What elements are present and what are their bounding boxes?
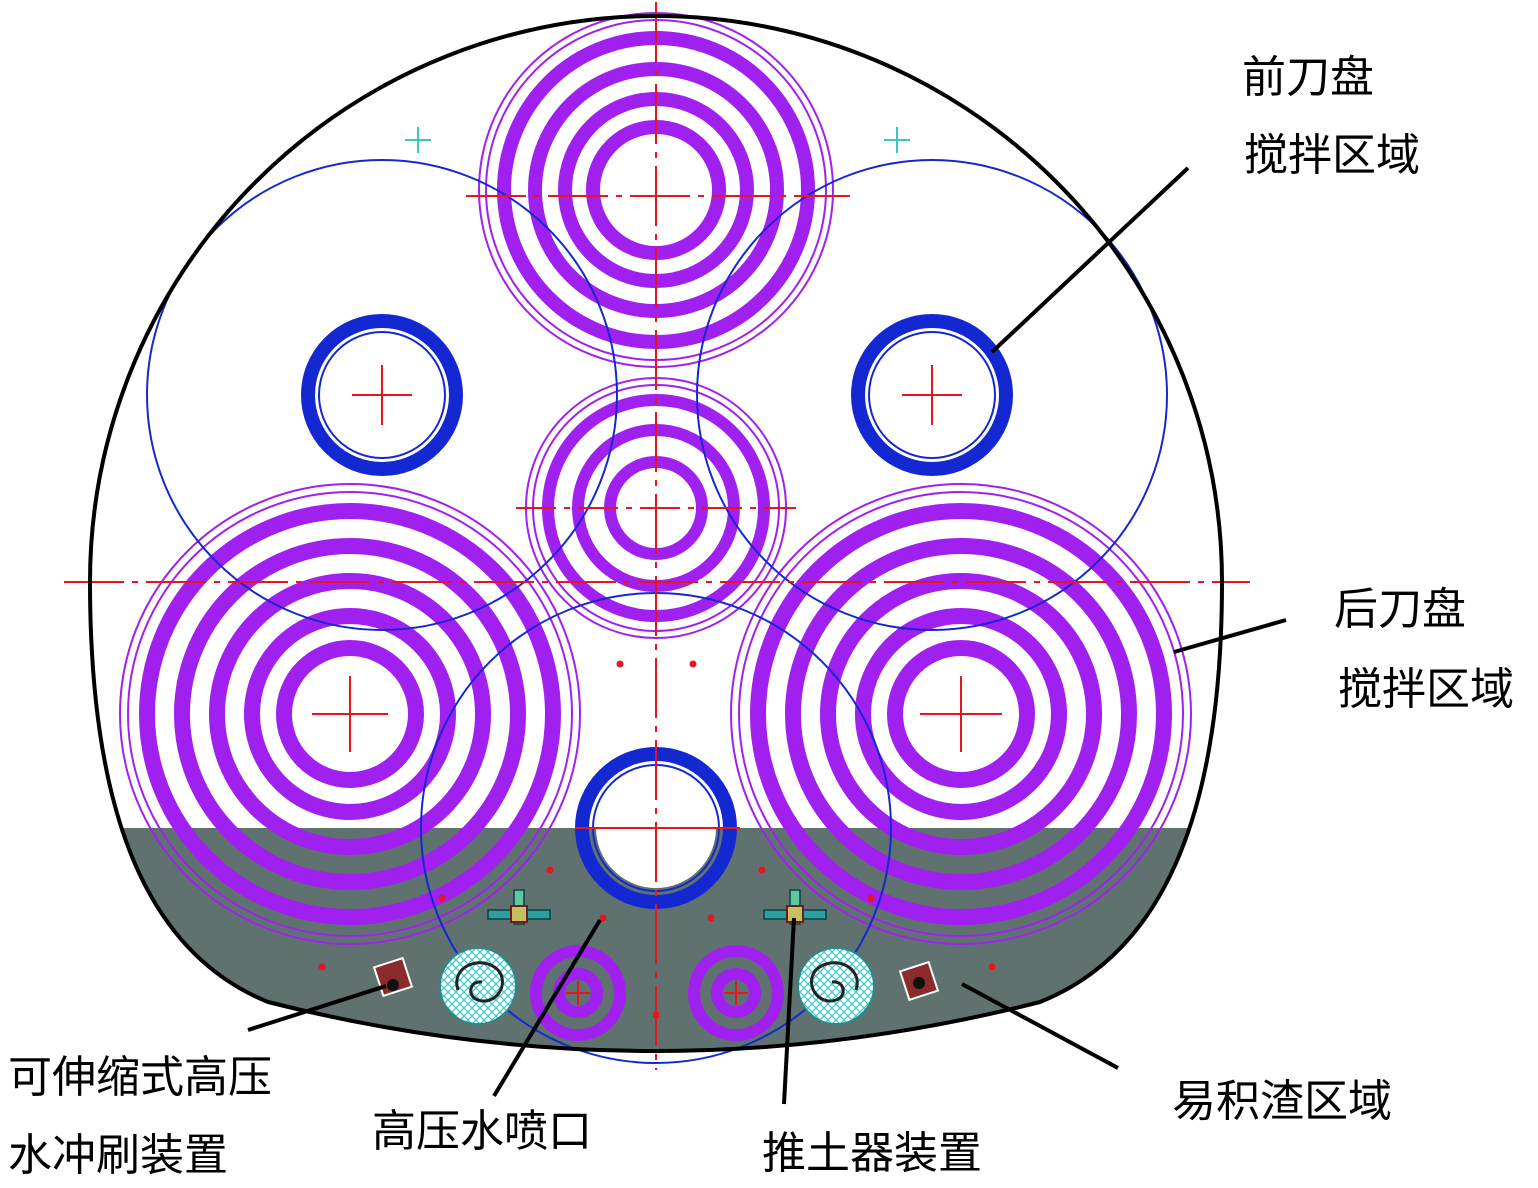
screw-device-right [797, 947, 875, 1025]
rear-cutterhead-left-rings [119, 483, 581, 945]
leader-lines [247, 166, 1287, 1105]
pusher-device-right [763, 889, 827, 925]
center-lines [64, 2, 1250, 1070]
label-rear-cutterhead: 后刀盘 [1334, 584, 1466, 635]
bottom-left-small-rings [530, 945, 626, 1041]
water-outlet-dots [318, 660, 996, 1019]
screw-device-left [439, 947, 517, 1025]
pusher-device-left [487, 889, 551, 925]
reference-crosses [405, 127, 910, 153]
label-rear-mixing-zone: 搅拌区域 [1338, 664, 1514, 715]
shield-outline [87, 14, 1225, 1053]
label-water-nozzle: 高压水喷口 [372, 1106, 592, 1157]
label-front-mixing-zone: 搅拌区域 [1244, 130, 1420, 181]
label-pusher-device: 推土器装置 [762, 1128, 982, 1179]
bottom-right-small-rings [688, 945, 784, 1041]
label-flushing-device-line2: 水冲刷装置 [8, 1130, 228, 1181]
label-flushing-device-line1: 可伸缩式高压 [8, 1052, 272, 1103]
label-muck-zone: 易积渣区域 [1172, 1076, 1392, 1127]
label-front-cutterhead: 前刀盘 [1242, 52, 1374, 103]
flushing-device-right [898, 960, 940, 1002]
rear-cutterhead-right-rings [730, 483, 1192, 945]
